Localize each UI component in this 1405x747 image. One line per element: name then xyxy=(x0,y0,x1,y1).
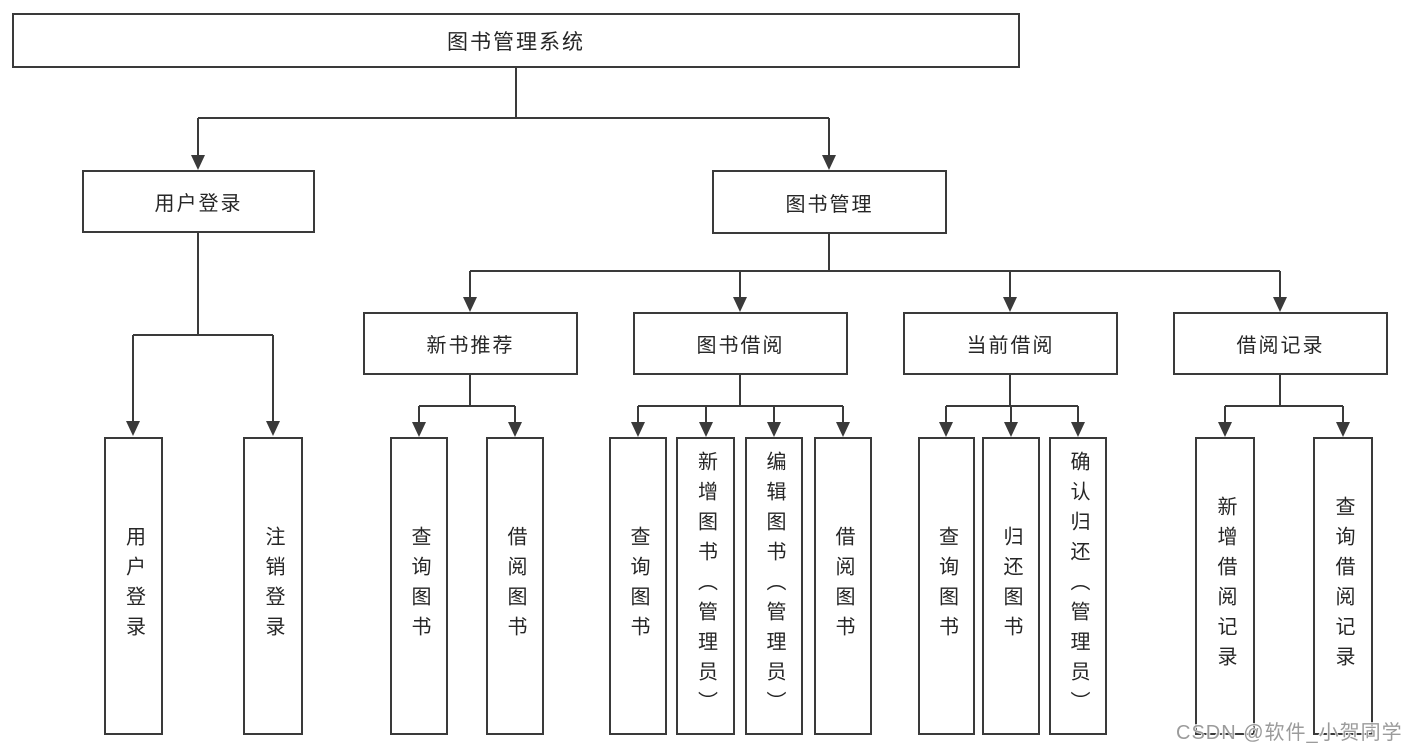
leaf-query-borrow-record: 查询借阅记录 xyxy=(1313,437,1373,735)
leaf-logout-label: 注销登录 xyxy=(262,526,284,646)
leaf-edit-book-admin-label: 编辑图书（管理员） xyxy=(763,451,785,721)
node-borrowing-records-label: 借阅记录 xyxy=(1236,335,1325,357)
leaf-borrow-books-label: 借阅图书 xyxy=(832,526,854,646)
node-user-login: 用户登录 xyxy=(82,170,315,233)
node-current-borrowing: 当前借阅 xyxy=(903,312,1118,375)
leaf-query-books-borrowing: 查询图书 xyxy=(609,437,667,735)
leaf-logout: 注销登录 xyxy=(243,437,303,735)
leaf-user-login-label: 用户登录 xyxy=(122,526,145,646)
node-user-login-label: 用户登录 xyxy=(154,193,243,215)
leaf-query-books-recommend-label: 查询图书 xyxy=(408,526,430,646)
node-new-book-recommend: 新书推荐 xyxy=(363,312,578,375)
node-root-label: 图书管理系统 xyxy=(447,30,585,54)
leaf-confirm-return-admin-label: 确认归还（管理员） xyxy=(1067,451,1089,721)
leaf-borrow-books-recommend-label: 借阅图书 xyxy=(504,526,526,646)
node-book-borrowing: 图书借阅 xyxy=(633,312,848,375)
node-book-management: 图书管理 xyxy=(712,170,947,234)
leaf-return-book-label: 归还图书 xyxy=(1000,526,1022,646)
leaf-edit-book-admin: 编辑图书（管理员） xyxy=(745,437,803,735)
leaf-query-books-current: 查询图书 xyxy=(918,437,975,735)
leaf-query-books-current-label: 查询图书 xyxy=(935,526,958,646)
leaf-user-login: 用户登录 xyxy=(104,437,163,735)
leaf-query-books-borrowing-label: 查询图书 xyxy=(627,526,649,646)
leaf-confirm-return-admin: 确认归还（管理员） xyxy=(1049,437,1107,735)
leaf-query-books-recommend: 查询图书 xyxy=(390,437,448,735)
node-book-borrowing-label: 图书借阅 xyxy=(696,335,785,357)
leaf-add-book-admin: 新增图书（管理员） xyxy=(676,437,735,735)
csdn-watermark: CSDN @软件_小贺同学 xyxy=(1176,722,1403,744)
node-book-management-label: 图书管理 xyxy=(785,193,874,216)
leaf-add-borrow-record-label: 新增借阅记录 xyxy=(1214,496,1236,676)
leaf-return-book: 归还图书 xyxy=(982,437,1040,735)
leaf-add-borrow-record: 新增借阅记录 xyxy=(1195,437,1255,735)
leaf-borrow-books: 借阅图书 xyxy=(814,437,872,735)
node-current-borrowing-label: 当前借阅 xyxy=(966,335,1055,357)
leaf-borrow-books-recommend: 借阅图书 xyxy=(486,437,544,735)
leaf-add-book-admin-label: 新增图书（管理员） xyxy=(694,451,717,721)
node-root: 图书管理系统 xyxy=(12,13,1020,68)
leaf-query-borrow-record-label: 查询借阅记录 xyxy=(1332,496,1354,676)
node-new-book-recommend-label: 新书推荐 xyxy=(426,335,515,357)
node-borrowing-records: 借阅记录 xyxy=(1173,312,1388,375)
